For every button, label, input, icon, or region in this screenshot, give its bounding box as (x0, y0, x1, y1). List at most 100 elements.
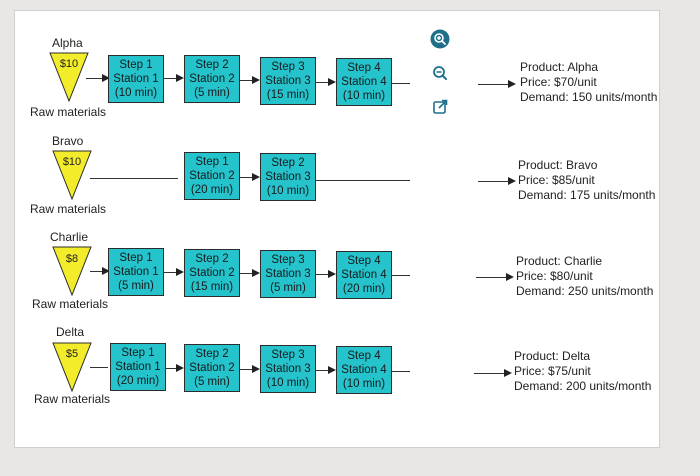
price-label: Price: $85/unit (518, 173, 595, 187)
station-label: Station 4 (341, 364, 387, 376)
flow-line (240, 177, 254, 178)
step-label: Step 3 (271, 61, 305, 73)
product-name-charlie: Charlie (50, 230, 89, 244)
step-time: (10 min) (266, 185, 310, 197)
station-label: Station 2 (189, 267, 235, 279)
station-label: Station 1 (115, 361, 161, 373)
zoom-in-icon[interactable] (429, 28, 451, 50)
flow-arrow (252, 365, 260, 373)
flow-line (164, 78, 178, 79)
raw-materials-label: Raw materials (32, 297, 109, 311)
flow-arrow (328, 78, 336, 86)
flow-arrow (176, 268, 184, 276)
station-label: Station 4 (341, 269, 387, 281)
product-label: Product: Alpha (520, 60, 599, 74)
flow-arrow (506, 273, 514, 281)
price-label: Price: $70/unit (520, 75, 597, 89)
step-box: Step 3 Station 3 (15 min) (260, 57, 316, 105)
flow-arrow (252, 173, 260, 181)
material-price: $5 (65, 348, 79, 360)
station-label: Station 3 (265, 171, 311, 183)
material-price: $10 (59, 58, 79, 70)
step-time: (20 min) (342, 283, 386, 295)
raw-materials-label: Raw materials (30, 105, 107, 119)
product-info: Product: Bravo Price: $85/unit Demand: 1… (518, 158, 655, 203)
raw-material-triangle (52, 150, 92, 200)
product-name-bravo: Bravo (52, 134, 84, 148)
flow-arrow (102, 74, 110, 82)
product-info: Product: Alpha Price: $70/unit Demand: 1… (520, 60, 657, 105)
flow-arrow (328, 366, 336, 374)
step-box: Step 4 Station 4 (10 min) (336, 346, 392, 394)
step-time: (10 min) (114, 87, 158, 99)
raw-materials-label: Raw materials (30, 202, 107, 216)
step-box: Step 1 Station 1 (10 min) (108, 55, 164, 103)
step-label: Step 3 (271, 254, 305, 266)
flow-line (90, 367, 108, 368)
raw-materials-label: Raw materials (34, 392, 111, 406)
station-label: Station 2 (189, 170, 235, 182)
flow-line (166, 368, 178, 369)
demand-label: Demand: 150 units/month (520, 90, 658, 104)
flow-line (478, 181, 510, 182)
station-label: Station 2 (189, 362, 235, 374)
product-name-delta: Delta (56, 325, 85, 339)
open-external-icon[interactable] (429, 96, 451, 118)
step-label: Step 4 (347, 255, 381, 267)
flow-arrow (328, 270, 336, 278)
flow-arrow (102, 267, 110, 275)
flow-line (316, 82, 330, 83)
step-box: Step 2 Station 2 (5 min) (184, 344, 240, 392)
step-time: (10 min) (342, 378, 386, 390)
step-box: Step 2 Station 2 (15 min) (184, 249, 240, 297)
station-label: Station 4 (341, 76, 387, 88)
demand-label: Demand: 200 units/month (514, 379, 652, 393)
step-label: Step 2 (195, 348, 229, 360)
raw-material-triangle (52, 342, 92, 392)
step-time: (15 min) (190, 281, 234, 293)
step-box: Step 4 Station 4 (20 min) (336, 251, 392, 299)
flow-line (474, 373, 506, 374)
product-info: Product: Charlie Price: $80/unit Demand:… (516, 254, 653, 299)
product-info: Product: Delta Price: $75/unit Demand: 2… (514, 349, 651, 394)
flow-line (316, 180, 410, 181)
flow-line (392, 371, 410, 372)
flow-arrow (252, 76, 260, 84)
step-label: Step 2 (195, 59, 229, 71)
step-box: Step 2 Station 3 (10 min) (260, 153, 316, 201)
step-time: (15 min) (266, 89, 310, 101)
zoom-out-icon[interactable] (429, 62, 451, 84)
step-label: Step 4 (347, 62, 381, 74)
station-label: Station 1 (113, 73, 159, 85)
step-box: Step 1 Station 1 (20 min) (110, 343, 166, 391)
step-label: Step 1 (119, 59, 153, 71)
flow-arrow (504, 369, 512, 377)
station-label: Station 3 (265, 75, 311, 87)
flow-line (240, 273, 254, 274)
material-price: $10 (62, 156, 82, 168)
step-time: (5 min) (270, 282, 306, 294)
step-label: Step 4 (347, 350, 381, 362)
step-box: Step 1 Station 1 (5 min) (108, 248, 164, 296)
flow-line (476, 277, 508, 278)
price-label: Price: $75/unit (514, 364, 591, 378)
step-time: (5 min) (194, 376, 230, 388)
demand-label: Demand: 250 units/month (516, 284, 654, 298)
product-label: Product: Charlie (516, 254, 603, 268)
station-label: Station 3 (265, 268, 311, 280)
flow-line (240, 80, 254, 81)
flow-arrow (176, 364, 184, 372)
station-label: Station 1 (113, 266, 159, 278)
flow-line (392, 275, 410, 276)
step-box: Step 3 Station 3 (5 min) (260, 250, 316, 298)
step-label: Step 1 (121, 347, 155, 359)
step-time: (20 min) (190, 184, 234, 196)
step-box: Step 4 Station 4 (10 min) (336, 58, 392, 106)
step-time: (5 min) (118, 280, 154, 292)
flow-line (240, 369, 254, 370)
step-box: Step 1 Station 2 (20 min) (184, 152, 240, 200)
price-label: Price: $80/unit (516, 269, 593, 283)
demand-label: Demand: 175 units/month (518, 188, 656, 202)
step-label: Step 2 (271, 157, 305, 169)
material-price: $8 (65, 253, 79, 265)
